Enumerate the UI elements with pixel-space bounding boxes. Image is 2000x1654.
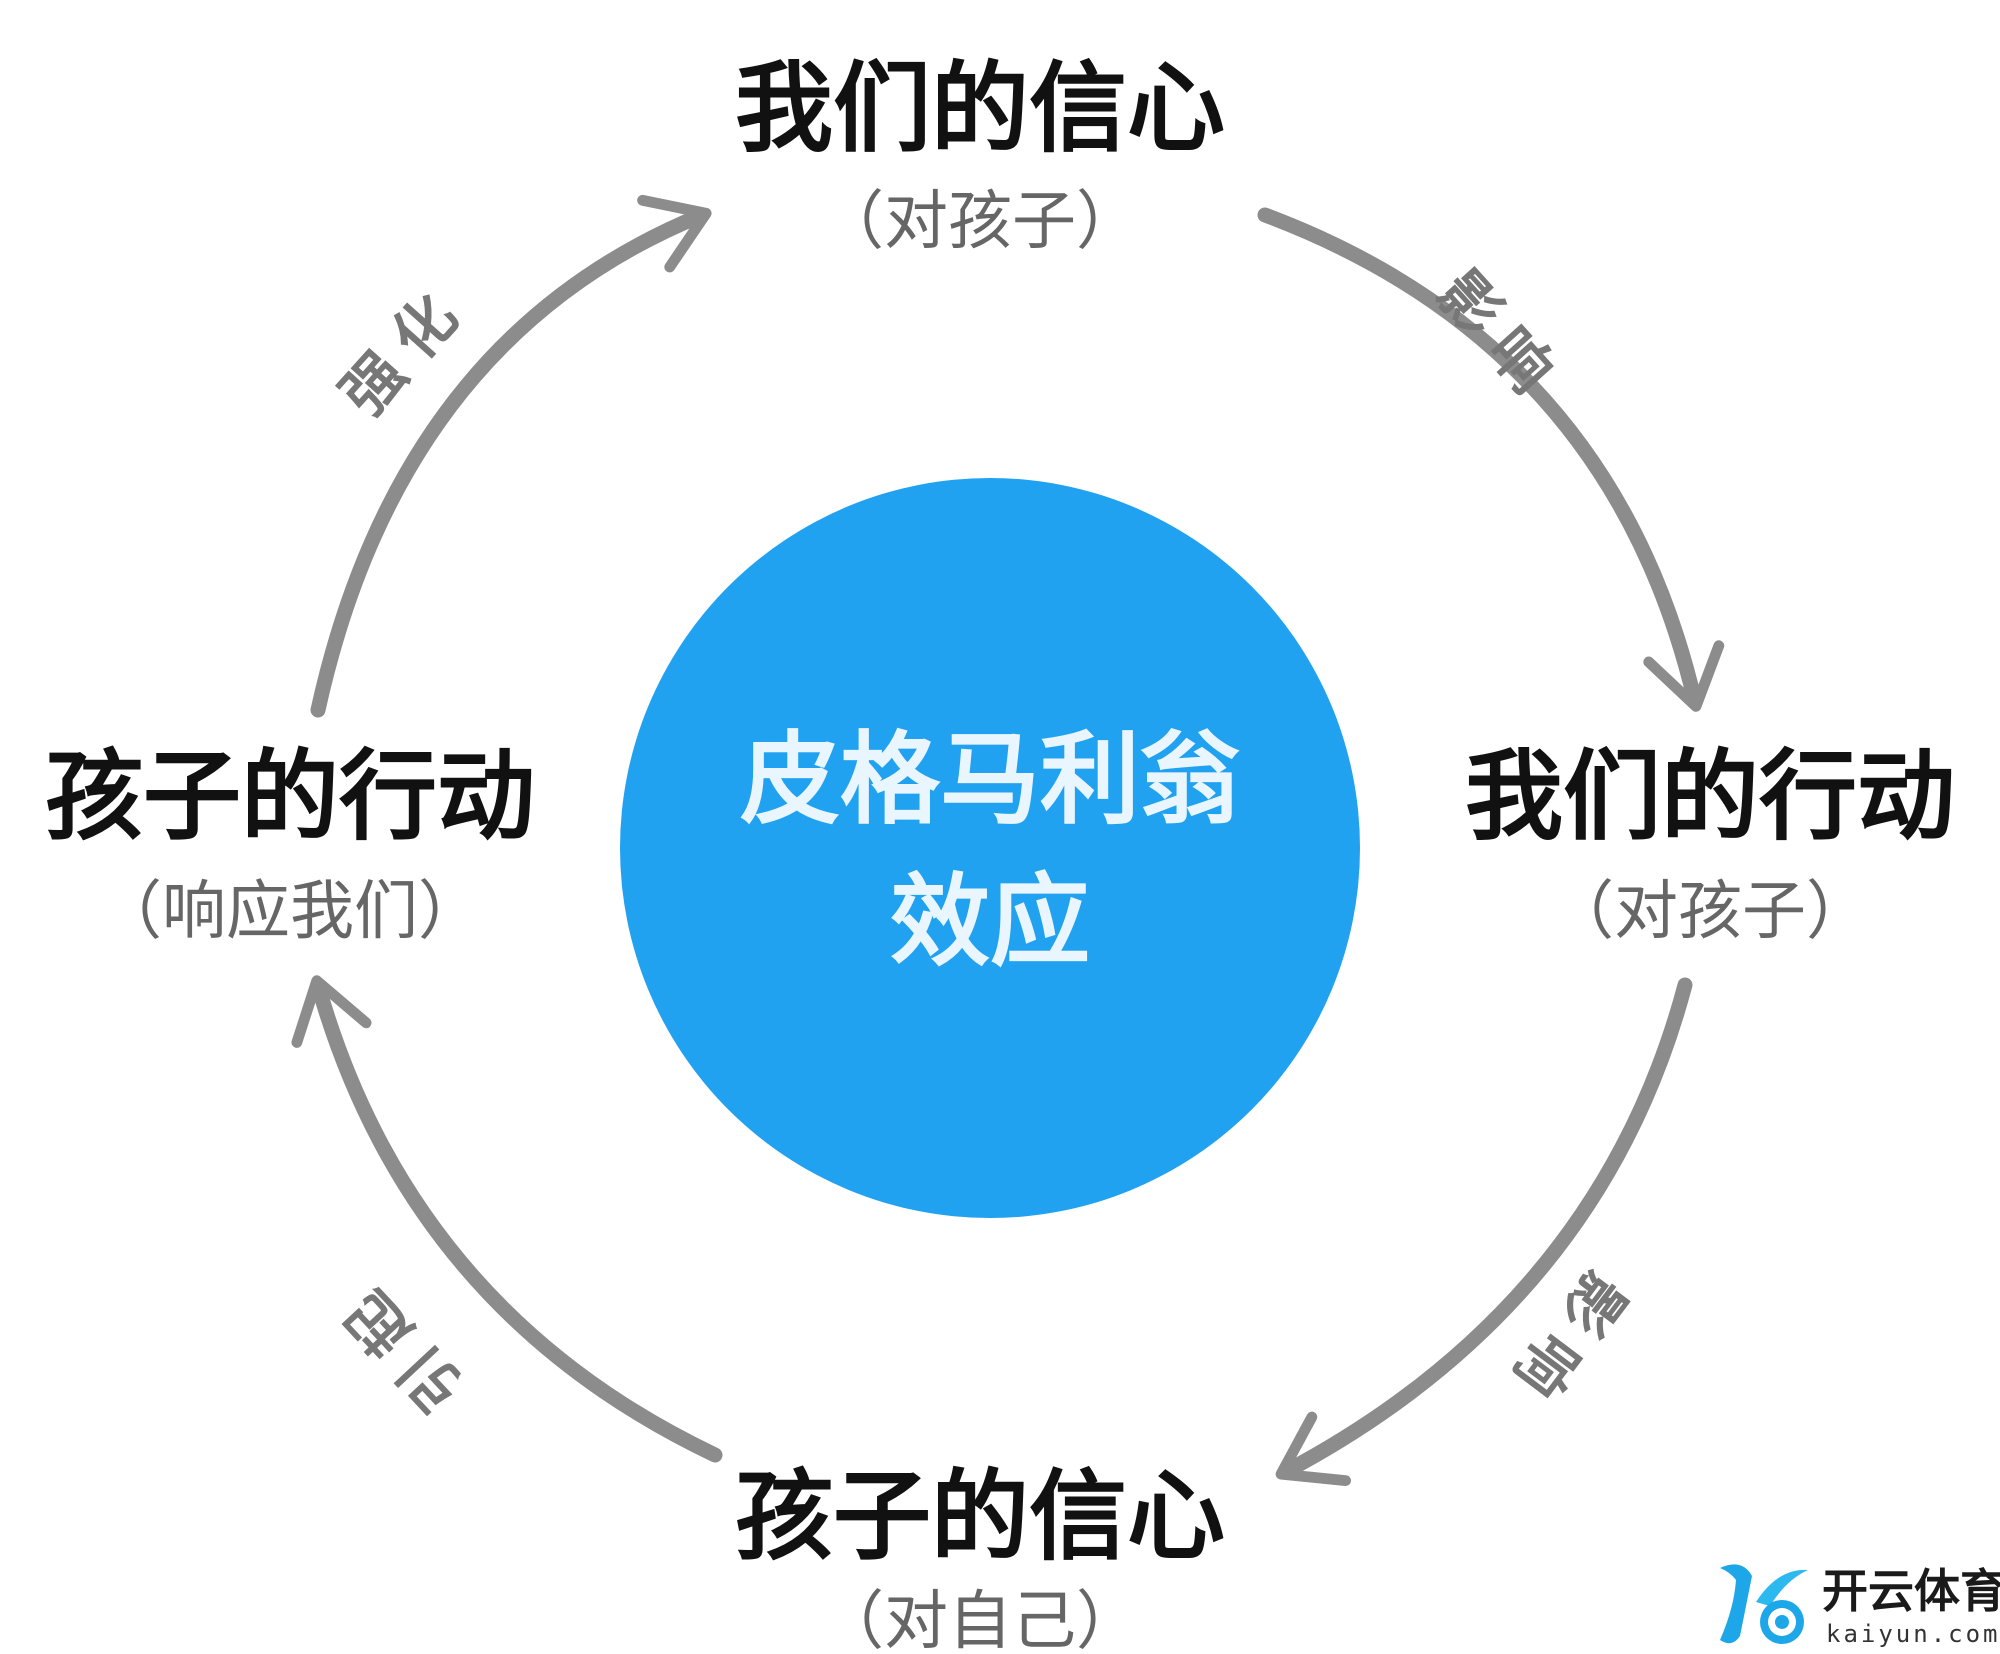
arrow-bottom-right: [1275, 977, 1693, 1486]
center-circle: [620, 478, 1360, 1218]
node-top-subtitle: （对孩子）: [820, 185, 1140, 259]
node-top-title: 我们的信心: [734, 52, 1225, 166]
node-bottom-subtitle: （对自己）: [820, 1585, 1140, 1654]
node-right-subtitle: （对孩子）: [1550, 875, 1870, 949]
center-title-line1: 皮格马利翁: [740, 721, 1240, 838]
node-left-title: 孩子的行动: [44, 740, 535, 854]
watermark-logo: [1720, 1564, 1808, 1644]
watermark-brand-name: 开云体育: [1822, 1564, 2000, 1618]
node-right-title: 我们的行动: [1464, 740, 1955, 854]
node-bottom-title: 孩子的信心: [734, 1460, 1225, 1574]
center-title-line2: 效应: [890, 863, 1090, 980]
watermark-domain: kaiyun.com: [1826, 1620, 2000, 1648]
arrow-bottom-left: [291, 975, 723, 1463]
arrow-top-right: [1257, 207, 1725, 712]
node-left-subtitle: （响应我们）: [98, 875, 482, 949]
arrow-top-left: [310, 194, 712, 718]
